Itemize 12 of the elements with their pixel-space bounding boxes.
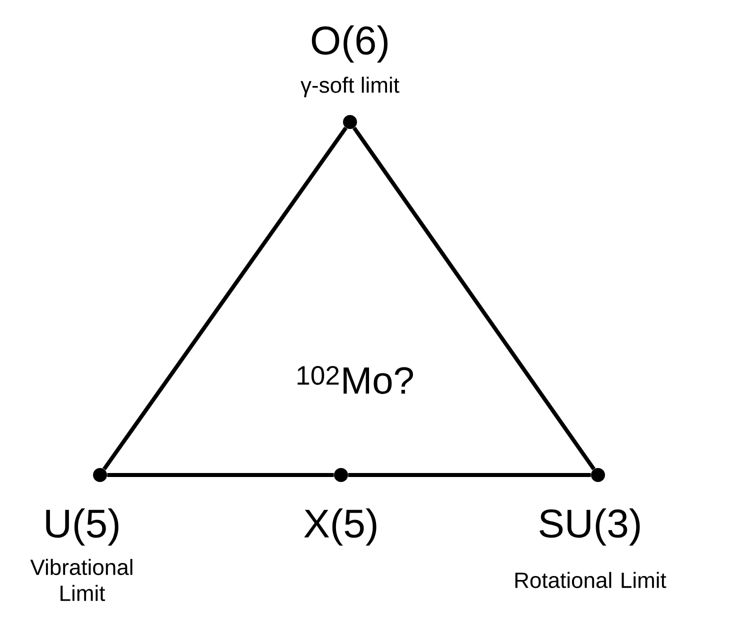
nucleus-label: $^{102}$Mo? [298, 366, 413, 394]
limit-label: γ-soft limit [300, 76, 400, 98]
vertex-label: X(5) [304, 508, 376, 546]
triangle-side [348, 473, 591, 477]
limit-label: Vibrational Limit [30, 558, 132, 602]
vertex-label: U(5) [46, 508, 118, 546]
triangle-side [107, 473, 334, 477]
vertex-label: O(6) [312, 25, 388, 63]
limit-label: Rotational Limit [515, 572, 666, 588]
triangle-side [102, 126, 348, 470]
triangle-side [352, 126, 596, 470]
vertex-label: SU(3) [540, 508, 640, 546]
